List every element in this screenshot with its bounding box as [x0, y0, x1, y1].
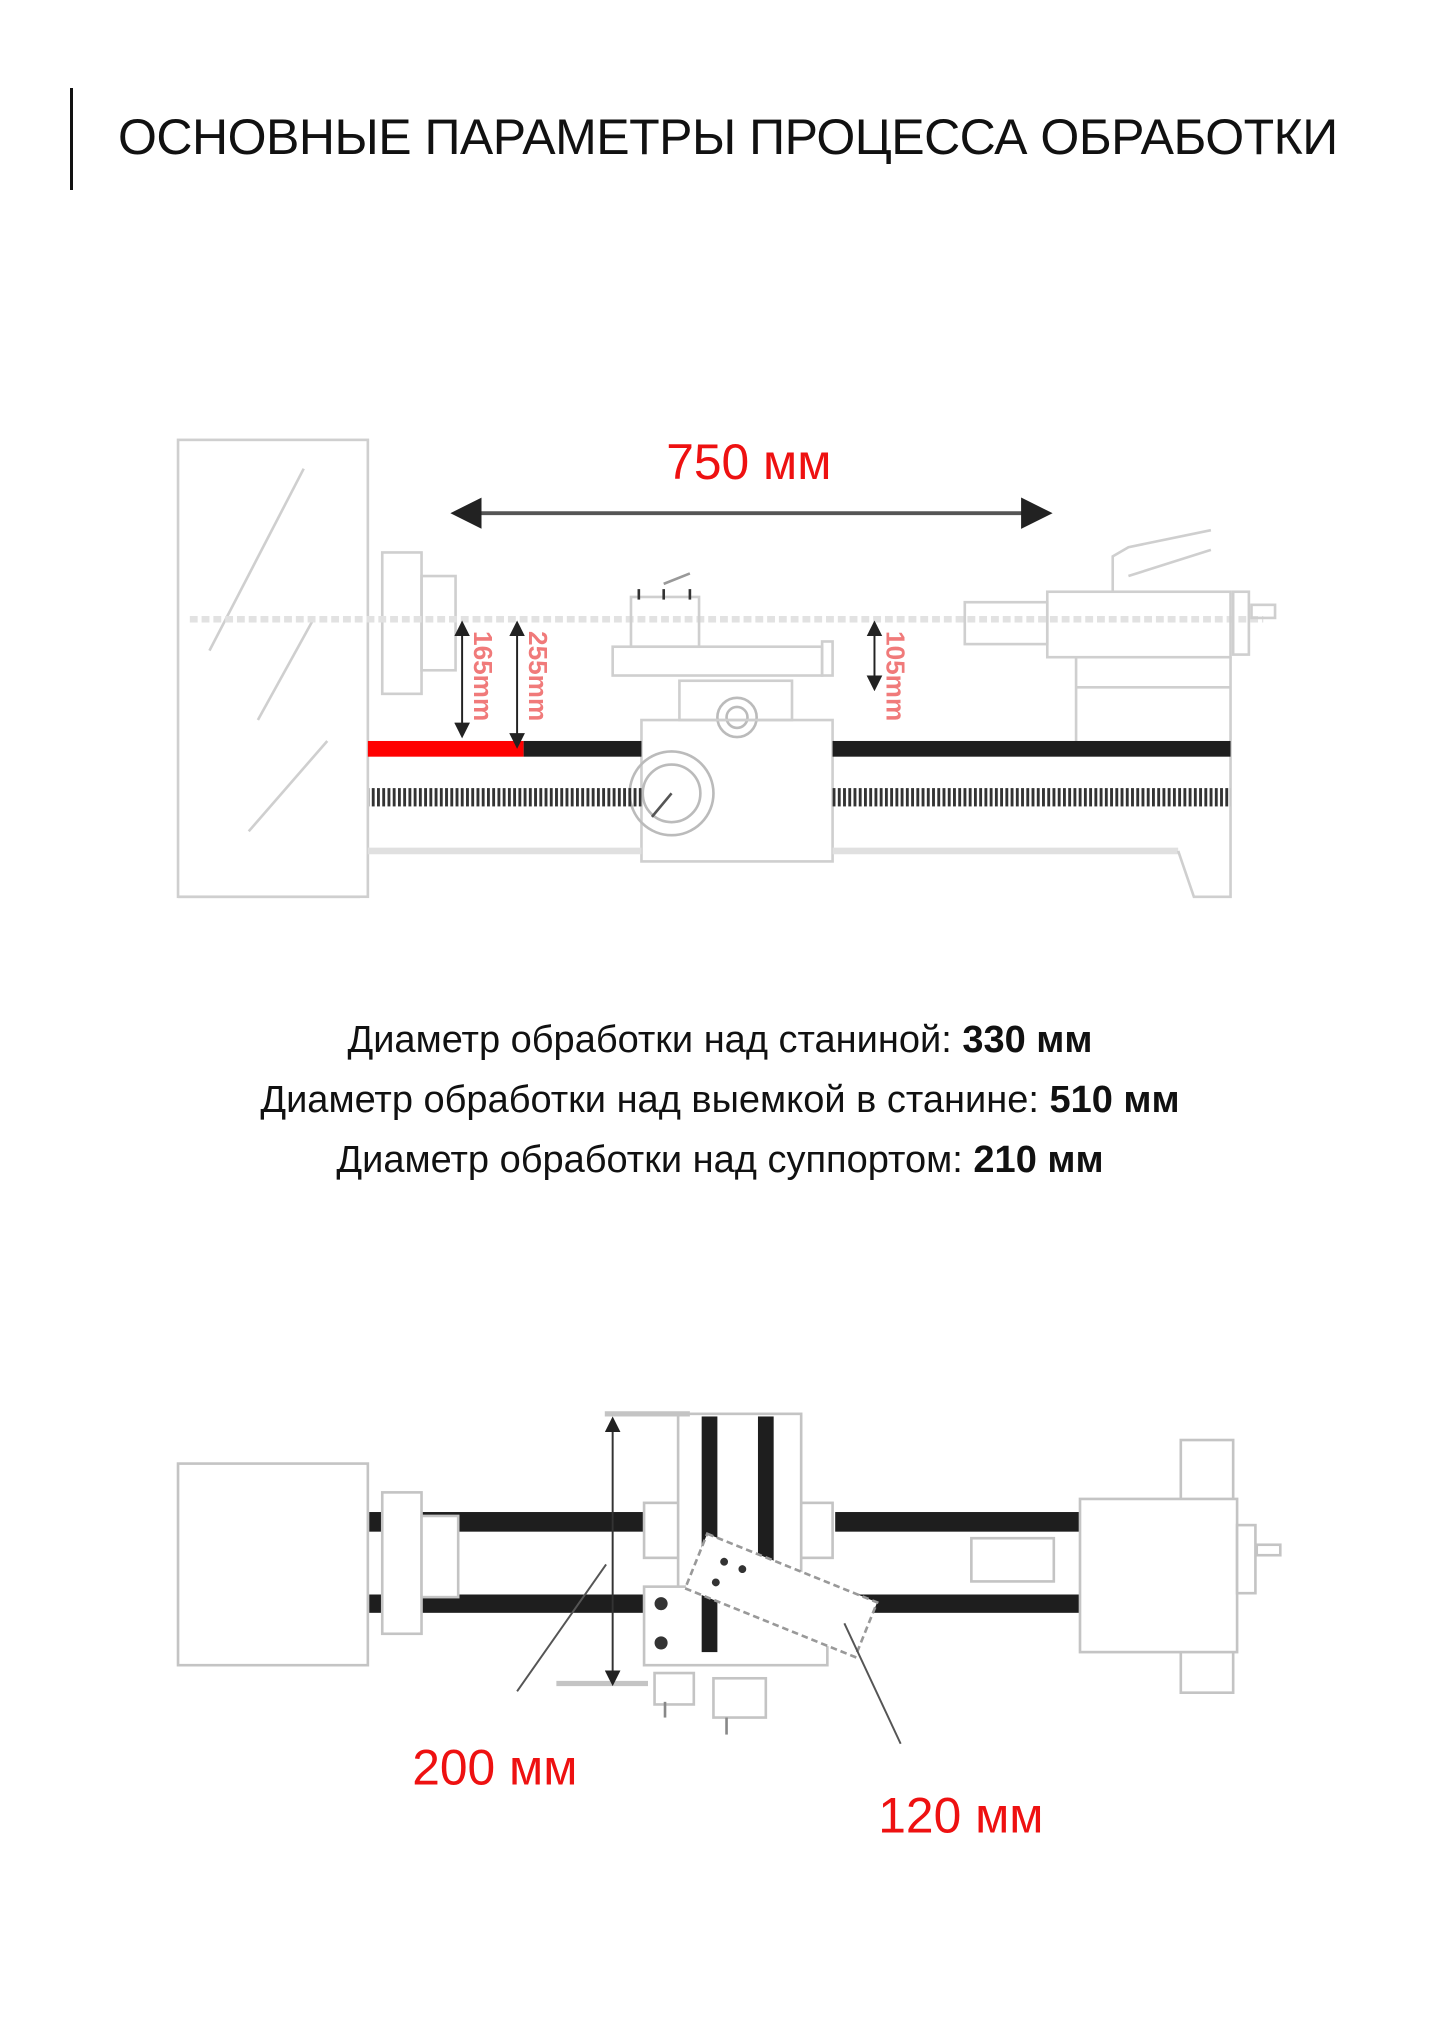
- spec-item: Диаметр обработки над станиной: 330 мм: [0, 1010, 1440, 1070]
- lathe-top-view: [176, 1411, 1282, 1745]
- spec-item: Диаметр обработки над выемкой в станине:…: [0, 1070, 1440, 1130]
- bed-way: [523, 740, 642, 757]
- chuck: [380, 551, 423, 696]
- spec-value: 210 мм: [973, 1139, 1104, 1181]
- spec-label: Диаметр обработки над станиной:: [347, 1019, 952, 1061]
- headstock: [176, 438, 370, 899]
- spec-item: Диаметр обработки над суппортом: 210 мм: [0, 1130, 1440, 1190]
- carriage-apron: [640, 718, 834, 863]
- length-label: 750 мм: [666, 434, 831, 490]
- spec-list: Диаметр обработки над станиной: 330 мм Д…: [0, 1010, 1440, 1190]
- spec-value: 330 мм: [962, 1019, 1093, 1061]
- spec-value: 510 мм: [1049, 1079, 1180, 1121]
- compound-slide: [683, 1532, 879, 1659]
- height-label-255: 255mm: [523, 631, 553, 721]
- page-title: ОСНОВНЫЕ ПАРАМЕТРЫ ПРОЦЕССА ОБРАБОТКИ: [118, 109, 1338, 165]
- motor-housing: [176, 1462, 370, 1667]
- spec-label: Диаметр обработки над суппортом:: [336, 1139, 963, 1181]
- tailstock: [1045, 590, 1232, 659]
- title-accent-bar: [70, 88, 73, 190]
- spec-label: Диаметр обработки над выемкой в станине:: [260, 1079, 1039, 1121]
- bed-swing-highlight: [367, 740, 524, 757]
- tailstock: [1078, 1497, 1239, 1654]
- rack: [832, 788, 1231, 807]
- bed-way: [832, 740, 1231, 757]
- cross-slide: [611, 645, 824, 677]
- leader-line: [516, 1563, 607, 1692]
- compound-travel-label: 120 мм: [878, 1788, 1043, 1844]
- height-label-105: 105mm: [880, 631, 910, 721]
- cross-travel-label: 200 мм: [412, 1739, 577, 1795]
- leader-line: [843, 1622, 902, 1745]
- height-label-165: 165mm: [468, 631, 498, 721]
- lathe-side-view: [176, 438, 1277, 899]
- rack: [369, 788, 642, 807]
- tailstock-quill: [963, 600, 1049, 646]
